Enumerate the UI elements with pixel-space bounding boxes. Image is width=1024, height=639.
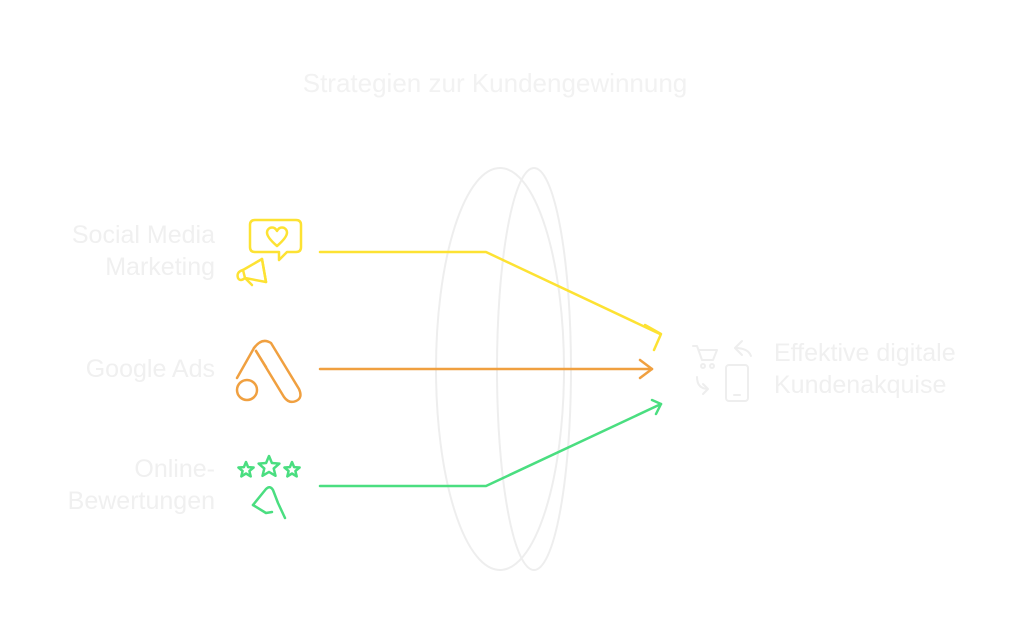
label-line: Bewertungen xyxy=(67,487,215,515)
label-line: Marketing xyxy=(105,253,215,281)
stars-review-icon xyxy=(237,454,301,520)
label-output: Effektive digitale Kundenakquise xyxy=(774,337,956,401)
label-google-ads: Google Ads xyxy=(86,353,215,385)
label-line: Google Ads xyxy=(85,355,215,383)
connector-google-ads xyxy=(318,358,654,380)
label-line: Effektive digitale xyxy=(774,339,956,367)
label-social-media-marketing: Social Media Marketing xyxy=(72,219,215,283)
google-ads-icon xyxy=(235,339,302,404)
label-online-bewertungen: Online- Bewertungen xyxy=(68,453,215,517)
label-line: Online- xyxy=(134,455,215,483)
label-line: Kundenakquise xyxy=(774,371,947,399)
megaphone-heart-icon xyxy=(236,218,303,287)
diagram-title: Strategien zur Kundengewinnung xyxy=(302,68,688,98)
connector-social-media xyxy=(318,250,663,352)
connector-online-bewertungen xyxy=(318,398,663,488)
shopping-cart-mobile-icon xyxy=(692,340,752,402)
label-line: Social Media xyxy=(71,221,215,249)
